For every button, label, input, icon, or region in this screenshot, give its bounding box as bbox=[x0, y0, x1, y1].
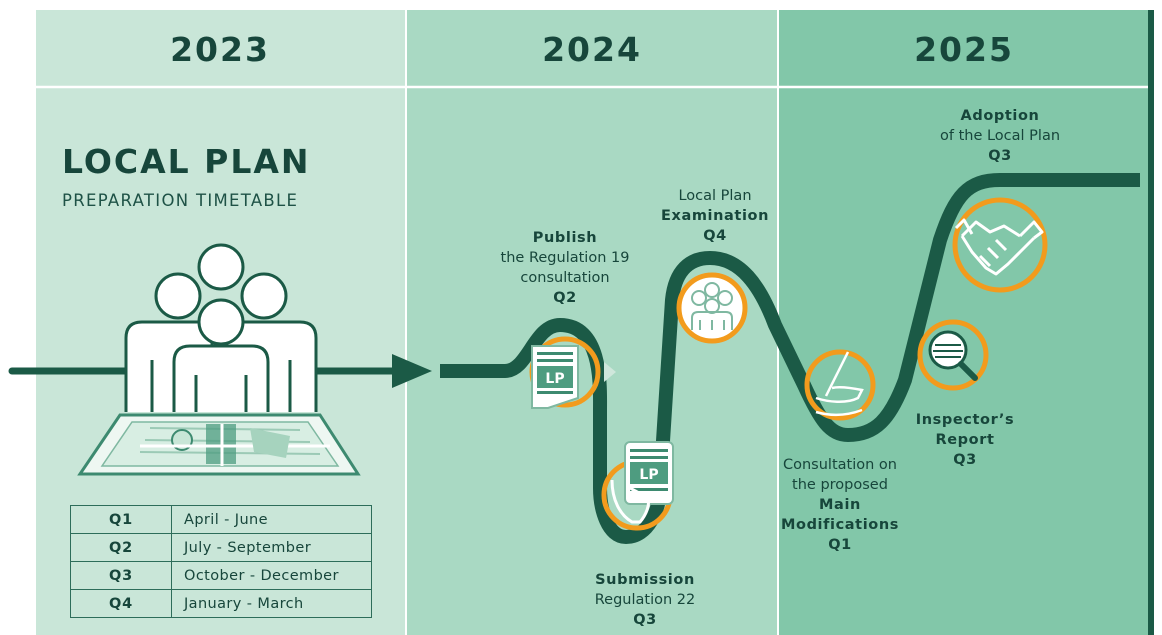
year-header-2023: 2023 bbox=[170, 30, 270, 69]
quarter-months: July - September bbox=[171, 533, 372, 562]
pen-signing-icon bbox=[815, 351, 864, 416]
audience-icon bbox=[691, 282, 733, 330]
document-icon: LP bbox=[531, 345, 579, 409]
quarter-legend-table: Q1 April - June Q2 July - September Q3 O… bbox=[70, 505, 372, 618]
quarter-code: Q2 bbox=[70, 533, 172, 562]
milestone-title: Adoption bbox=[960, 108, 1040, 124]
adoption-milestone-marker bbox=[952, 197, 1048, 293]
right-edge-bar bbox=[1148, 10, 1154, 635]
document-label: LP bbox=[545, 371, 564, 387]
people-group-icon bbox=[124, 243, 318, 412]
milestone-line: the proposed bbox=[792, 477, 888, 493]
milestone-line: of the Local Plan bbox=[939, 128, 1061, 144]
milestone-line: the Regulation 19 bbox=[500, 250, 630, 266]
modifications-milestone-label: Consultation on the proposed Main Modifi… bbox=[745, 455, 935, 555]
milestone-line: Consultation on bbox=[783, 457, 897, 473]
milestone-quarter: Q1 bbox=[828, 537, 852, 553]
milestone-title: Examination bbox=[660, 208, 769, 224]
milestone-title: Publish bbox=[532, 230, 598, 246]
milestone-title: Submission bbox=[595, 572, 695, 588]
quarter-months: October - December bbox=[171, 561, 372, 590]
milestone-title: Main bbox=[819, 497, 861, 513]
magnifier-icon bbox=[928, 330, 978, 381]
modifications-milestone-marker bbox=[804, 349, 876, 421]
milestone-title: Report bbox=[935, 432, 995, 448]
map-icon bbox=[77, 413, 361, 476]
table-row: Q2 July - September bbox=[70, 533, 372, 562]
quarter-code: Q3 bbox=[70, 561, 172, 590]
page-subtitle: PREPARATION TIMETABLE bbox=[62, 191, 299, 210]
examination-milestone-marker bbox=[676, 272, 748, 344]
quarter-months: April - June bbox=[171, 505, 372, 534]
table-row: Q1 April - June bbox=[70, 505, 372, 534]
table-row: Q4 January - March bbox=[70, 589, 372, 618]
milestone-line: Local Plan bbox=[678, 188, 752, 204]
year-header-2024: 2024 bbox=[542, 30, 642, 69]
milestone-line: consultation bbox=[520, 270, 610, 286]
table-row: Q3 October - December bbox=[70, 561, 372, 590]
milestone-title: Inspector’s bbox=[915, 412, 1015, 428]
milestone-line: Regulation 22 bbox=[594, 592, 696, 608]
submission-milestone-label: Submission Regulation 22 Q3 bbox=[555, 570, 735, 630]
quarter-code: Q1 bbox=[70, 505, 172, 534]
milestone-quarter: Q2 bbox=[553, 290, 577, 306]
milestone-title: Modifications bbox=[780, 517, 899, 533]
milestone-quarter: Q3 bbox=[953, 452, 977, 468]
quarter-months: January - March bbox=[171, 589, 372, 618]
phone-document-label: LP bbox=[639, 467, 658, 483]
winding-timeline-path bbox=[440, 173, 1140, 544]
quarter-code: Q4 bbox=[70, 589, 172, 618]
publish-milestone-label: Publish the Regulation 19 consultation Q… bbox=[470, 228, 660, 308]
inspector-milestone-label: Inspector’s Report Q3 bbox=[880, 410, 1050, 470]
adoption-milestone-label: Adoption of the Local Plan Q3 bbox=[910, 106, 1090, 166]
milestone-quarter: Q4 bbox=[703, 228, 727, 244]
milestone-quarter: Q3 bbox=[633, 612, 657, 628]
page-title: LOCAL PLAN bbox=[62, 142, 311, 181]
examination-milestone-label: Local Plan Examination Q4 bbox=[620, 186, 810, 246]
year-header-2025: 2025 bbox=[914, 30, 1014, 69]
handshake-icon bbox=[954, 218, 1044, 276]
milestone-quarter: Q3 bbox=[988, 148, 1012, 164]
hand-phone-icon: LP bbox=[610, 441, 674, 524]
inspector-milestone-marker bbox=[917, 319, 989, 391]
